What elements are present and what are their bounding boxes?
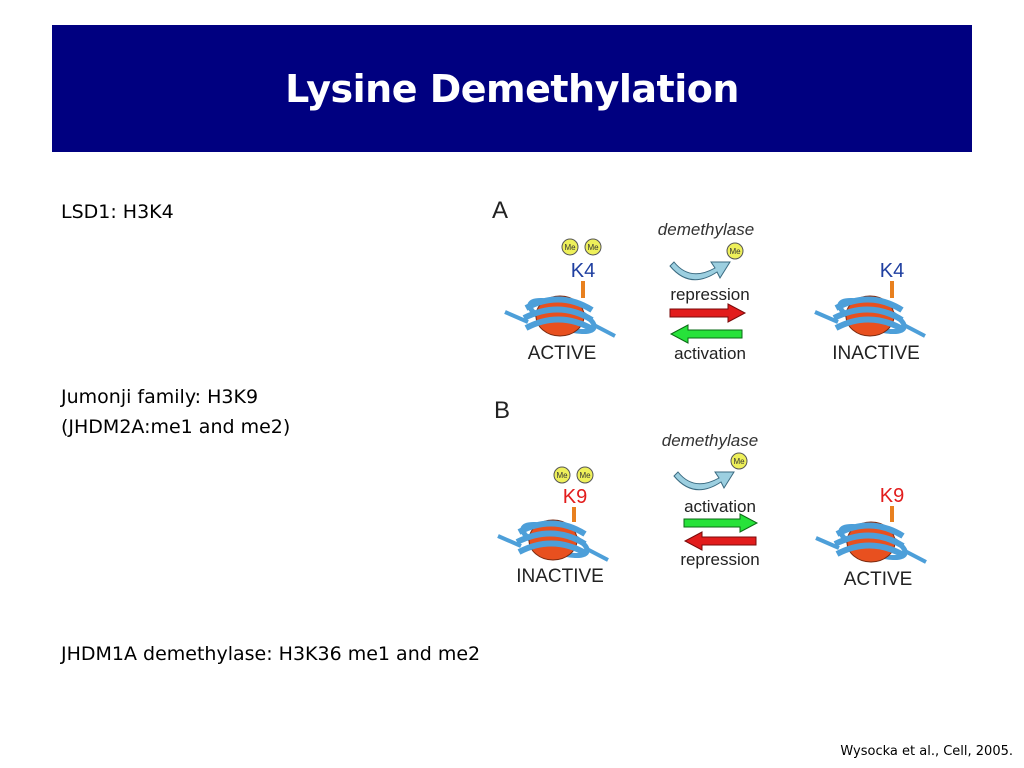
panel-a-curved-arrow bbox=[669, 261, 731, 281]
panel-b-curved-arrow bbox=[673, 471, 735, 491]
panel-a-methyl-label-1: Me bbox=[564, 243, 576, 252]
panel-b-methyl-label-1: Me bbox=[556, 471, 568, 480]
panel-a-right-nucleosome bbox=[815, 294, 925, 338]
panel-a-enzyme-methyl: Me bbox=[729, 247, 741, 256]
panel-b-left-nucleosome bbox=[498, 518, 608, 562]
bullet-jhdm1a: JHDM1A demethylase: H3K36 me1 and me2 bbox=[61, 643, 481, 665]
title-bar: Lysine Demethylation bbox=[52, 25, 972, 152]
panel-b-enzyme: demethylase bbox=[662, 431, 758, 450]
panel-a-top-arrow-label: repression bbox=[670, 285, 749, 304]
panel-a-red-arrow bbox=[669, 303, 747, 323]
citation: Wysocka et al., Cell, 2005. bbox=[840, 744, 1013, 759]
panel-b-top-arrow-label: activation bbox=[684, 497, 756, 516]
panel-a-bottom-arrow-label: activation bbox=[674, 344, 746, 363]
panel-a-letter: A bbox=[492, 197, 508, 224]
panel-b-enzyme-methyl: Me bbox=[733, 457, 745, 466]
panel-b-bottom-arrow-label: repression bbox=[680, 550, 759, 569]
panel-b-green-arrow bbox=[683, 513, 759, 533]
panel-b-red-arrow bbox=[683, 531, 757, 551]
panel-b-right-nucleosome bbox=[816, 520, 926, 564]
bullet-lsd1: LSD1: H3K4 bbox=[61, 201, 174, 223]
panel-a-left-state: ACTIVE bbox=[528, 343, 597, 364]
bullet-jumonji-line1: Jumonji family: H3K9 bbox=[61, 386, 259, 408]
panel-b-methyl-marks: Me Me bbox=[553, 466, 594, 484]
bullet-jumonji-line2: (JHDM2A:me1 and me2) bbox=[61, 416, 291, 438]
panel-a-right-state: INACTIVE bbox=[832, 343, 920, 364]
panel-b-right-state: ACTIVE bbox=[844, 569, 913, 590]
panel-a-methyl-marks: Me Me bbox=[561, 238, 602, 256]
panel-a-green-arrow bbox=[669, 324, 743, 344]
panel-b-letter: B bbox=[494, 397, 510, 424]
panel-b-left-residue: K9 bbox=[563, 486, 587, 508]
panel-a-enzyme: demethylase bbox=[658, 220, 754, 239]
slide-title: Lysine Demethylation bbox=[285, 66, 739, 111]
panel-b-left-state: INACTIVE bbox=[516, 566, 604, 587]
panel-b-right-residue: K9 bbox=[880, 485, 904, 507]
panel-a-left-residue: K4 bbox=[571, 260, 595, 282]
panel-b-methyl-label-2: Me bbox=[579, 471, 591, 480]
panel-a-methyl-label-2: Me bbox=[587, 243, 599, 252]
panel-a-right-residue: K4 bbox=[880, 260, 904, 282]
panel-a-left-nucleosome bbox=[505, 294, 615, 338]
